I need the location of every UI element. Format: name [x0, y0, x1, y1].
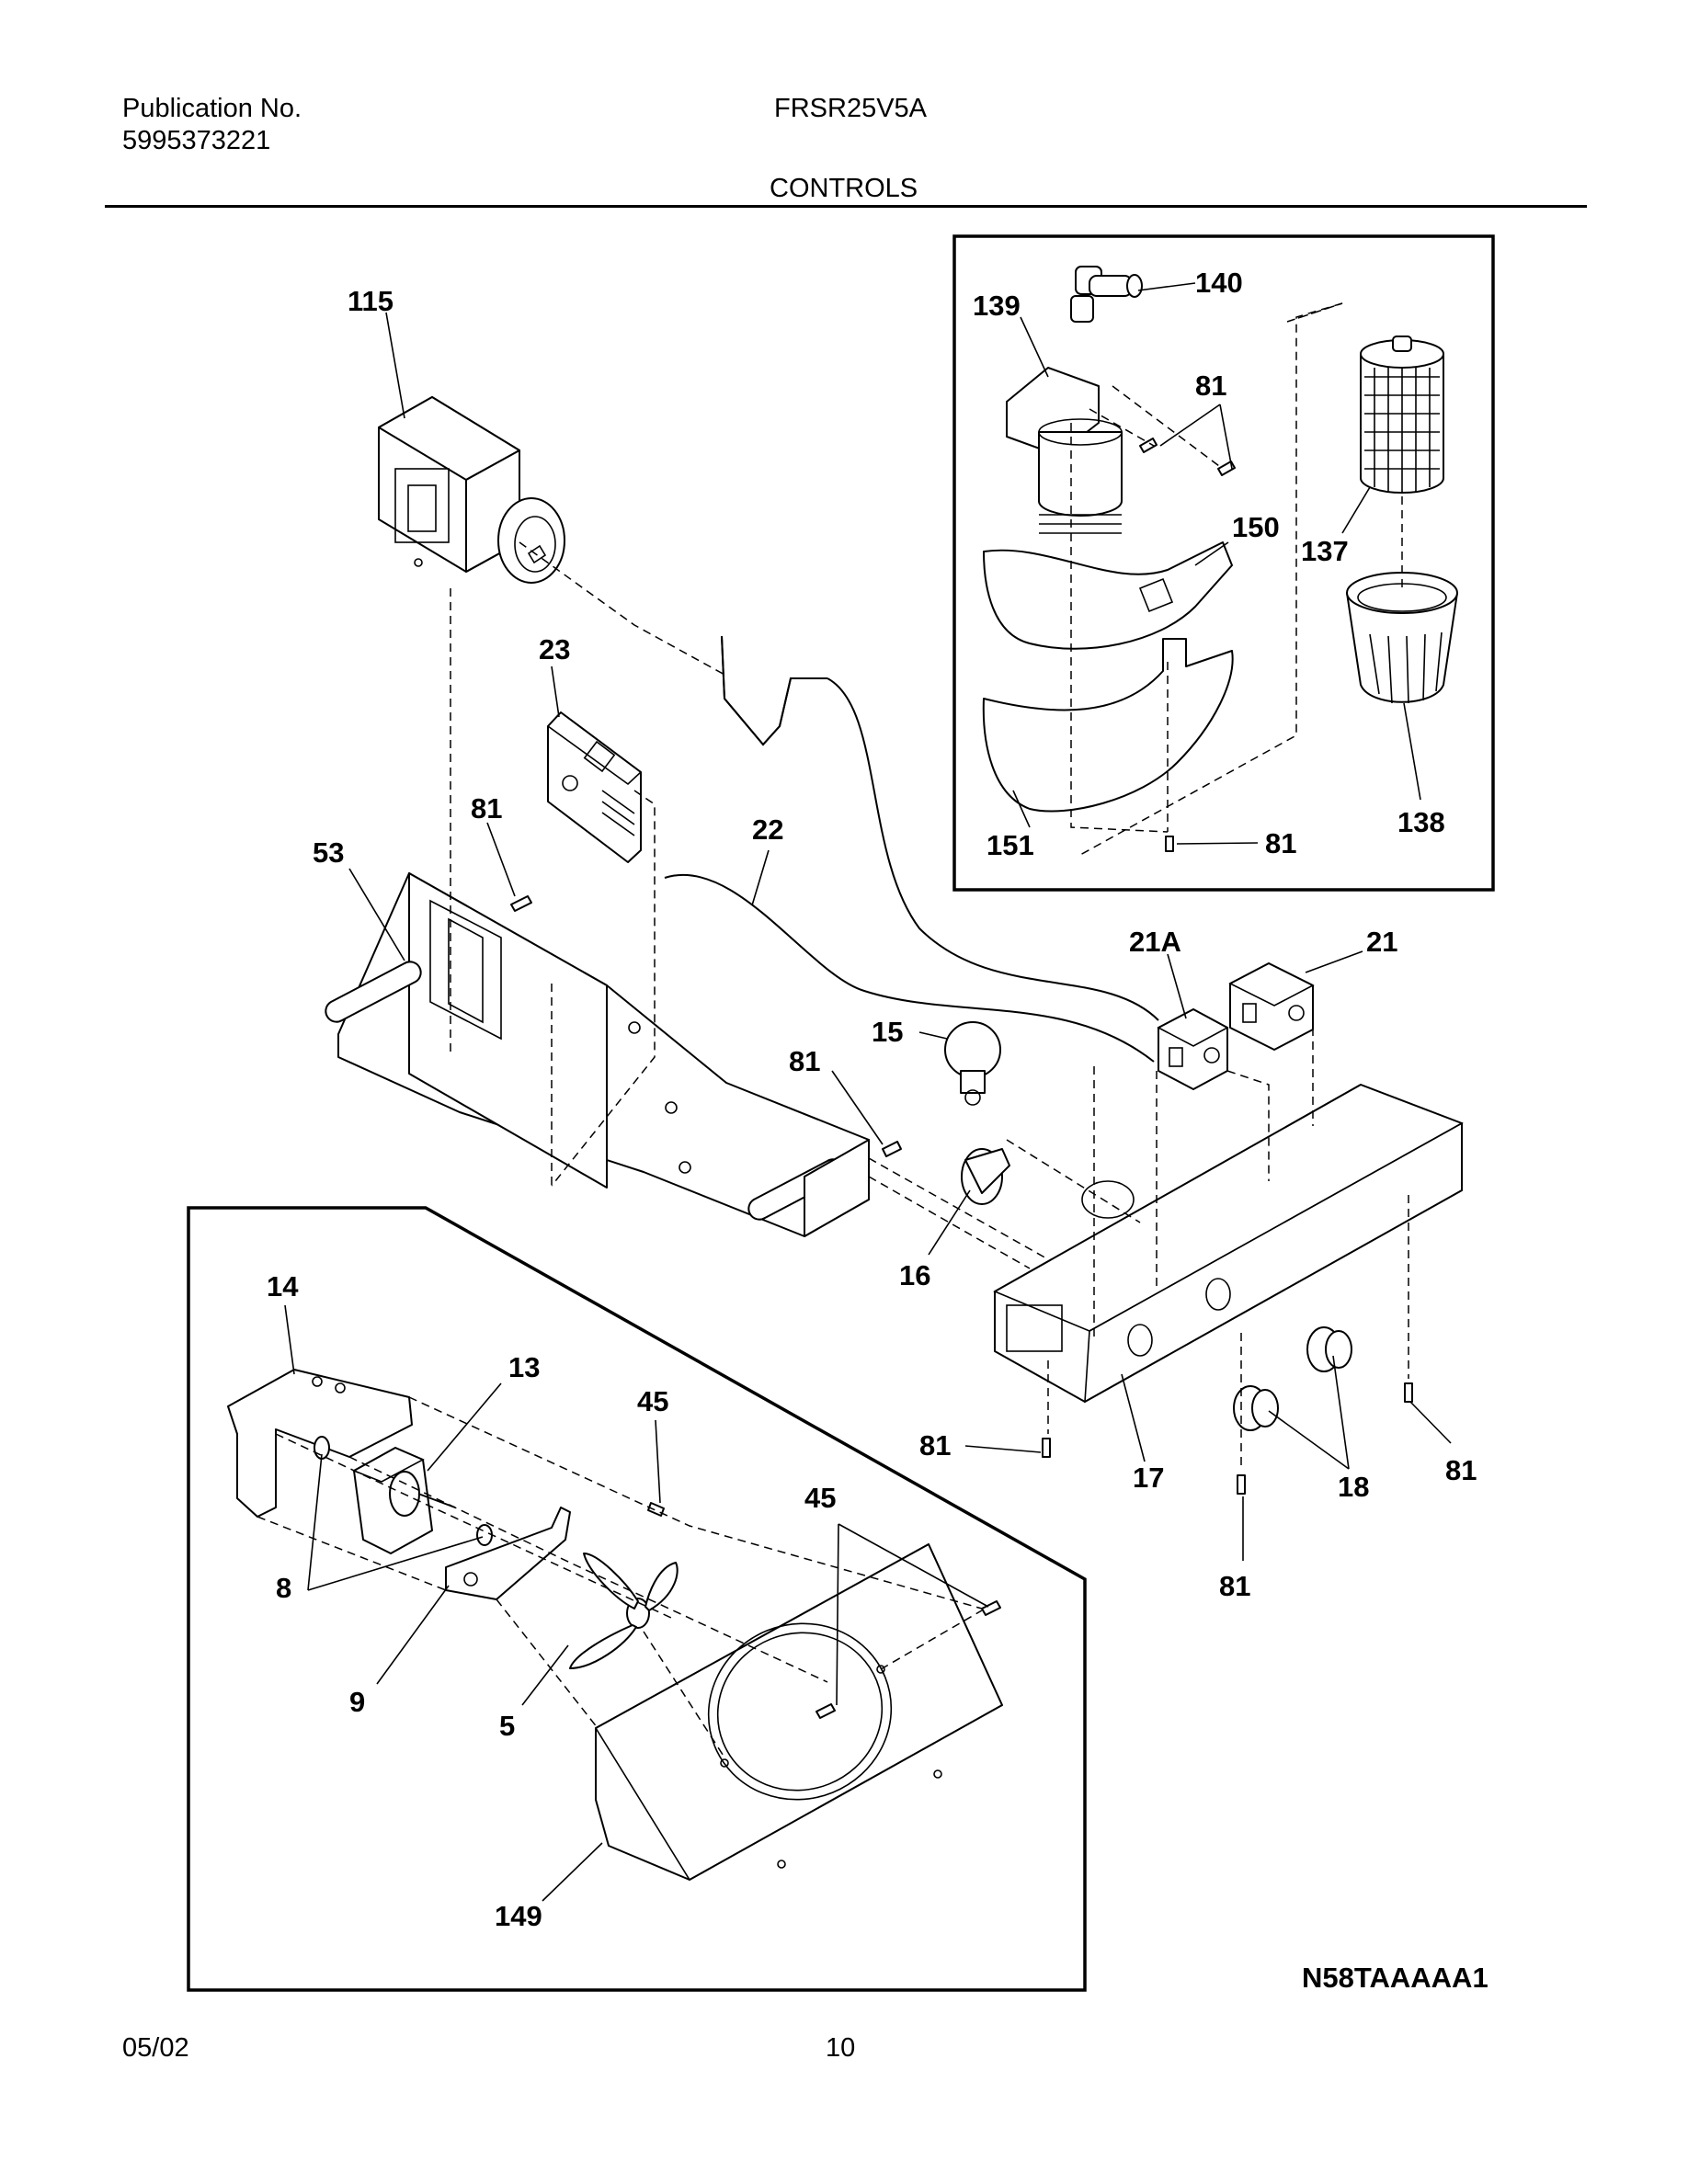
part-label-81: 81 — [1219, 1570, 1250, 1602]
part-138-filter-bowl — [1346, 572, 1458, 704]
part-label-81: 81 — [1195, 370, 1226, 402]
part-53-base — [325, 872, 870, 1237]
part-137-filter-cartridge — [1360, 336, 1444, 494]
part-16-lamp-socket — [961, 1148, 1010, 1205]
part-label-17: 17 — [1133, 1462, 1164, 1494]
part-label-81: 81 — [471, 792, 502, 825]
part-label-8: 8 — [276, 1572, 291, 1604]
part-label-139: 139 — [973, 290, 1021, 322]
part-label-53: 53 — [313, 836, 344, 869]
part-label-5: 5 — [499, 1710, 515, 1742]
part-15-light-bulb — [944, 1021, 1001, 1106]
part-label-16: 16 — [899, 1259, 930, 1291]
part-label-81: 81 — [919, 1429, 951, 1462]
part-label-21: 21 — [1366, 926, 1397, 958]
part-label-14: 14 — [267, 1270, 299, 1302]
part-label-45: 45 — [804, 1482, 836, 1514]
part-5-fan-blade — [569, 1553, 679, 1669]
part-115-housing — [378, 396, 565, 584]
part-label-81: 81 — [1445, 1454, 1477, 1486]
part-label-22: 22 — [752, 813, 783, 846]
part-label-115: 115 — [348, 285, 393, 317]
part-label-15: 15 — [872, 1016, 903, 1048]
part-label-21a: 21A — [1129, 926, 1181, 958]
part-label-18: 18 — [1338, 1471, 1369, 1503]
part-label-149: 149 — [495, 1900, 542, 1932]
screw-icon — [510, 438, 1413, 1719]
part-label-138: 138 — [1397, 806, 1445, 838]
page-number: 10 — [826, 2033, 856, 2063]
leader-lines — [284, 282, 1452, 1902]
part-22-tubing — [664, 635, 1159, 1063]
part-140-elbow-fitting — [1070, 266, 1143, 323]
part-18-knob — [1233, 1326, 1352, 1431]
part-label-45: 45 — [637, 1385, 668, 1417]
part-139-filter-head — [1006, 367, 1123, 534]
part-number-labels: 115 23 81 53 22 15 81 16 21A 21 17 18 81… — [267, 267, 1477, 1932]
model-number: FRSR25V5A — [774, 94, 928, 123]
part-150-filter-cover — [983, 541, 1233, 650]
part-149-fan-shroud — [594, 1542, 1004, 1882]
part-151-filter-housing — [982, 638, 1234, 813]
part-21a-switch — [1157, 1008, 1229, 1090]
water-filter-inset-frame — [952, 234, 1495, 892]
assembly-guide-lines — [257, 302, 1409, 1761]
section-title: CONTROLS — [770, 174, 918, 203]
diagram-code: N58TAAAAA1 — [1302, 1962, 1488, 1994]
part-label-81: 81 — [1265, 827, 1296, 859]
fan-assembly-inset-frame — [187, 1206, 1087, 1992]
part-label-81: 81 — [789, 1045, 820, 1077]
header-rule — [105, 205, 1587, 208]
part-label-137: 137 — [1301, 535, 1349, 567]
part-21-switch — [1228, 962, 1315, 1051]
publication-number: 5995373221 — [122, 126, 271, 155]
part-label-9: 9 — [349, 1686, 365, 1718]
part-label-13: 13 — [508, 1351, 540, 1383]
part-23-control-board — [546, 711, 643, 863]
part-label-150: 150 — [1232, 511, 1280, 543]
part-9-mounting-bracket — [445, 1507, 571, 1600]
part-label-151: 151 — [987, 829, 1034, 861]
part-label-140: 140 — [1195, 267, 1243, 299]
publication-label: Publication No. — [122, 94, 302, 123]
part-label-23: 23 — [539, 633, 570, 665]
footer-date: 05/02 — [122, 2033, 189, 2063]
part-17-housing-front — [993, 1084, 1464, 1404]
